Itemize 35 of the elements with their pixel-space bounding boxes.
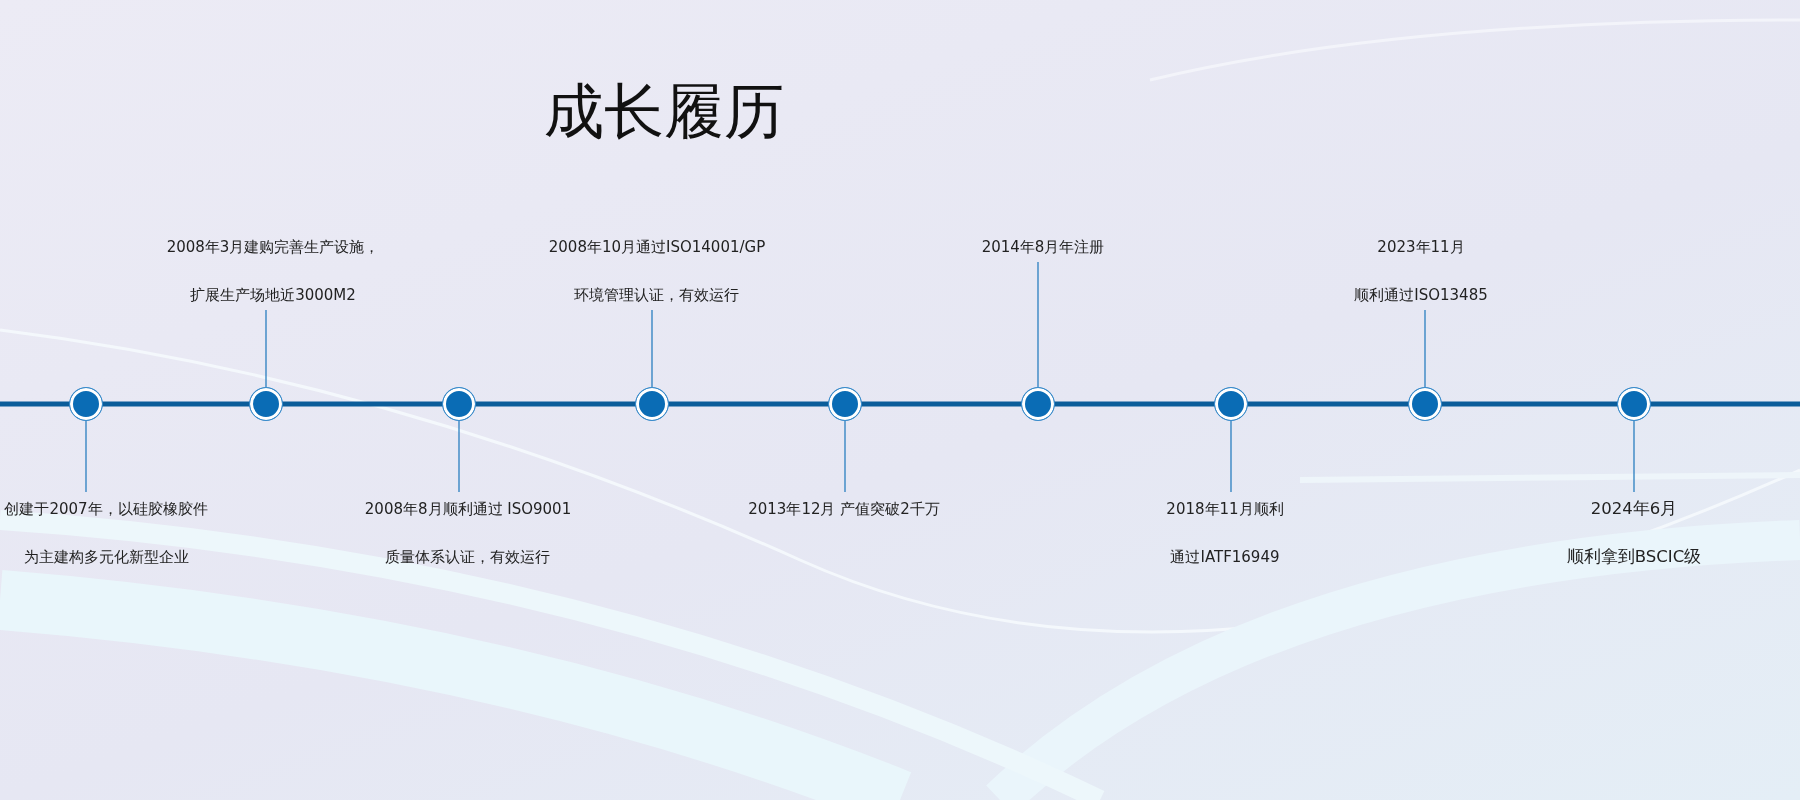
event-text: 2008年10月通过ISO14001/GP	[548, 237, 766, 257]
event-text: 2013年12月 产值突破2千万	[748, 499, 940, 519]
leader-line	[651, 309, 653, 388]
leader-line	[265, 309, 267, 388]
leader-line	[85, 420, 87, 493]
event-text: 创建于2007年，以硅胶橡胶件	[4, 499, 208, 519]
leader-line	[1037, 261, 1039, 388]
event-text: 通过IATF16949	[1169, 547, 1281, 567]
timeline-dot	[828, 387, 862, 421]
event-text: 2018年11月顺利	[1166, 499, 1284, 519]
leader-line	[458, 420, 460, 493]
event-text: 2024年6月	[1589, 499, 1679, 519]
timeline-dot	[1408, 387, 1442, 421]
timeline-dot	[1617, 387, 1651, 421]
event-text: 环境管理认证，有效运行	[573, 285, 741, 305]
event-text: 扩展生产场地近3000M2	[189, 285, 357, 305]
leader-line	[1424, 309, 1426, 388]
leader-line	[1230, 420, 1232, 493]
event-text: 顺利拿到BSCIC级	[1566, 547, 1702, 567]
event-text: 2014年8月年注册	[981, 237, 1105, 257]
event-text: 2008年8月顺利通过 ISO9001	[364, 499, 572, 519]
timeline-dot	[1214, 387, 1248, 421]
event-text: 顺利通过ISO13485	[1354, 285, 1488, 305]
timeline-dot	[442, 387, 476, 421]
timeline-dot	[69, 387, 103, 421]
event-text: 为主建构多元化新型企业	[22, 547, 190, 567]
leader-line	[1633, 420, 1635, 493]
timeline-dot	[635, 387, 669, 421]
event-text: 2023年11月	[1376, 237, 1466, 257]
timeline-dot	[1021, 387, 1055, 421]
event-text: 质量体系认证，有效运行	[384, 547, 552, 567]
timeline-dot	[249, 387, 283, 421]
title: 成长履历	[544, 78, 784, 144]
leader-line	[844, 420, 846, 493]
event-text: 2008年3月建购完善生产设施，	[166, 237, 380, 257]
